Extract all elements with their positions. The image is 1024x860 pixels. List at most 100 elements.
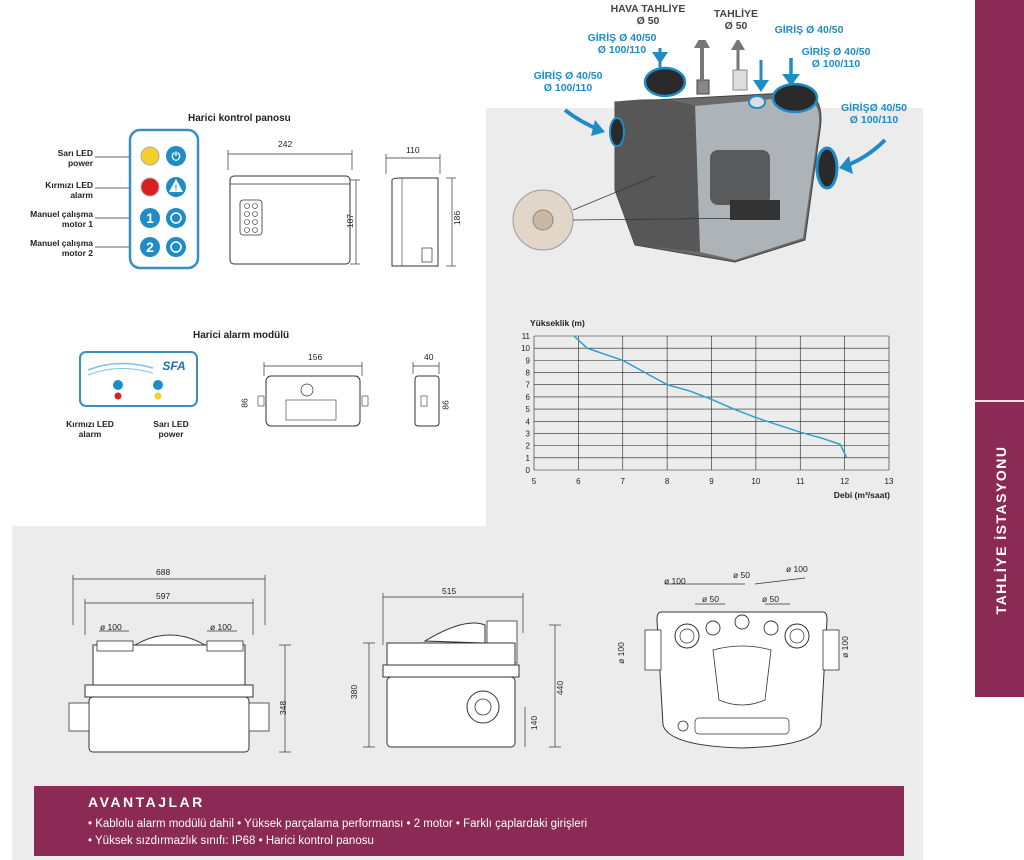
alarm-module-dimension-drawing [257,362,369,427]
red-led-icon [140,177,160,197]
y-tick-label-2: 2 [526,442,531,451]
y-tick-label-4: 4 [526,417,531,426]
side-bar [975,0,1024,697]
dim-side-height-body: 380 [349,684,360,700]
dim-front-inner: 597 [156,591,171,601]
yellow-led-icon [154,392,162,400]
y-tick-label-3: 3 [526,429,531,438]
x-tick-label-7: 12 [840,477,849,486]
front-view-drawing [68,575,291,753]
yellow-led-icon [140,146,160,166]
x-tick-label-3: 8 [665,477,670,486]
chart-series-curve [573,335,848,459]
x-tick-label-1: 6 [576,477,581,486]
x-tick-label-5: 10 [751,477,760,486]
dim-panel-depth-height: 186 [452,210,463,226]
dim-alarm-width: 156 [308,352,323,362]
dim-top-side-left: ø 100 [615,642,626,664]
advantages-line-2: • Yüksek sızdırmazlık sınıfı: IP68 • Har… [88,835,374,847]
dim-side-width: 515 [442,586,457,596]
y-tick-label-9: 9 [526,356,531,365]
dim-front-overall: 688 [156,567,171,577]
product-illustration [512,40,887,263]
sfa-logo: SFA [162,359,185,373]
dim-panel-width: 242 [278,139,293,149]
inlet-left [609,117,625,147]
y-tick-label-11: 11 [522,332,531,341]
motor-1-button[interactable] [140,208,160,228]
alarm-module-side-drawing [412,362,440,427]
inlet-top-right [771,82,819,114]
dim-side-height-total: 440 [555,680,566,696]
motor-2-button[interactable] [140,237,160,257]
side-view-drawing [363,593,561,748]
power-icon [153,380,163,390]
svg-text:2: 2 [146,239,154,255]
dim-top-d100-left: ø 100 [664,576,686,586]
alarm-module-title: Harici alarm modülü [193,330,290,341]
motor-1-icon [166,208,186,228]
chart-y-ticks: 0 1 2 3 4 5 6 7 8 9 10 11 [521,332,530,475]
x-tick-label-4: 9 [709,477,714,486]
dim-front-height: 348 [278,700,289,716]
dim-alarm-depth-height: 86 [440,400,451,410]
dim-alarm-height: 86 [239,398,250,408]
chart-ylabel: Yükseklik (m) [530,318,585,328]
dim-panel-height: 187 [345,213,356,229]
dim-top-d50-left: ø 50 [702,594,720,604]
svg-text:1: 1 [146,210,154,226]
dim-alarm-depth: 40 [424,352,434,362]
advantages-line-1: • Kablolu alarm modülü dahil • Yüksek pa… [88,818,588,830]
svg-text:!: ! [175,184,178,193]
x-tick-label-8: 13 [885,477,894,486]
side-divider [975,400,1024,402]
dim-top-side-right: ø 100 [839,636,850,658]
y-tick-label-7: 7 [526,381,531,390]
y-tick-label-1: 1 [526,454,531,463]
chart-xlabel: Debi (m³/saat) [834,490,890,500]
control-panel-side-drawing [385,154,456,267]
motor-2-icon [166,237,186,257]
chart-grid [533,335,890,471]
alarm-icon [113,380,123,390]
y-tick-label-10: 10 [521,344,530,353]
dim-top-d100-right: ø 100 [786,564,808,574]
dim-top-d50-right: ø 50 [762,594,780,604]
y-tick-label-8: 8 [526,369,531,378]
top-view-drawing [644,577,840,749]
power-plug-icon [166,146,186,166]
control-panel-dimension-drawing [227,150,360,265]
control-panel-title: Harici kontrol panosu [188,113,291,124]
x-tick-label-2: 7 [621,477,626,486]
red-led-icon [114,392,122,400]
y-tick-label-0: 0 [526,466,531,475]
dim-front-pipe-left: ø 100 [100,622,122,632]
x-tick-label-6: 11 [796,477,805,486]
y-tick-label-6: 6 [526,393,531,402]
alarm-module-front: SFA [79,351,198,407]
advantages-title: AVANTAJLAR [88,794,205,810]
dim-top-d50-top: ø 50 [733,570,751,580]
inlet-right [815,146,839,190]
x-tick-label-0: 5 [532,477,537,486]
advantages-band [34,786,904,856]
y-tick-label-5: 5 [526,405,531,414]
svg-text:⏻: ⏻ [172,150,181,163]
callout-giris-top-right: GİRİŞ Ø 40/50 [774,24,844,36]
dim-side-outlet: 140 [529,715,540,731]
dim-panel-depth: 110 [406,145,420,155]
dim-front-pipe-right: ø 100 [210,622,232,632]
